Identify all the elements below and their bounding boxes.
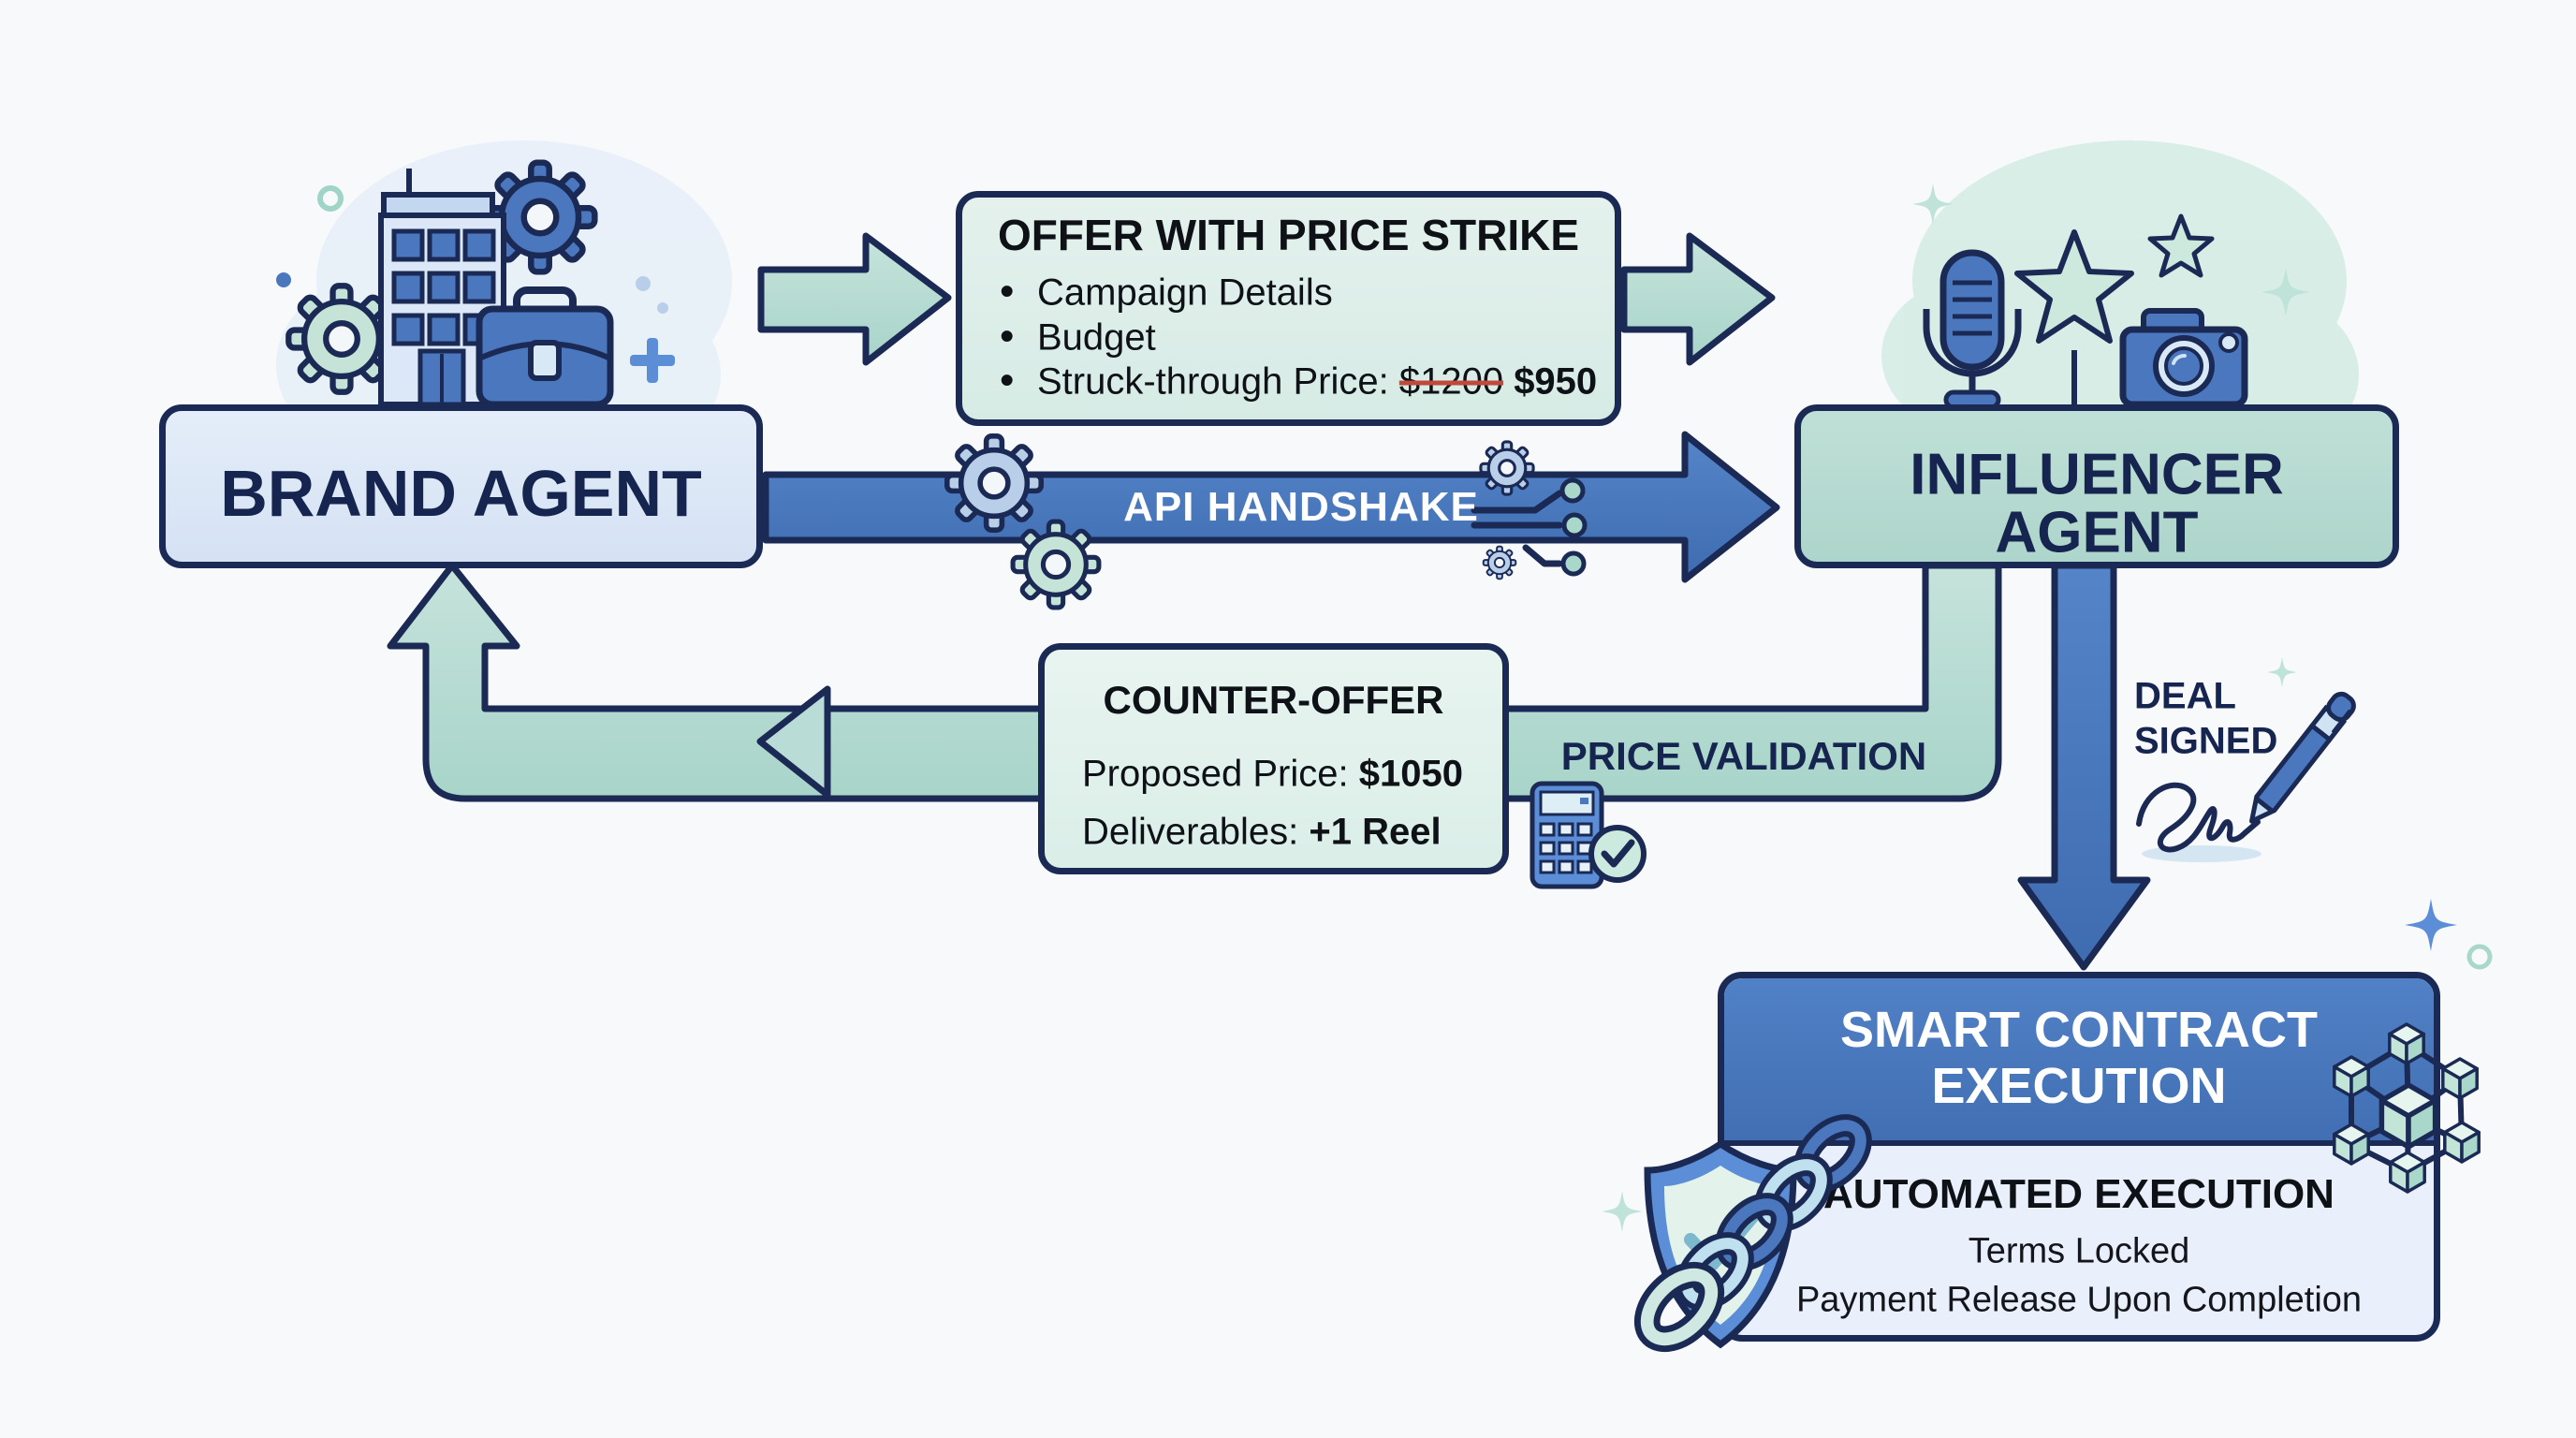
ring-decoration-icon	[317, 185, 344, 212]
smart-contract-header: SMART CONTRACT EXECUTION	[1724, 978, 2434, 1146]
offer-bullet-3: Struck-through Price: $1200 $950	[1000, 358, 1598, 404]
influencer-label-line1: INFLUENCER	[1910, 442, 2284, 507]
brand-to-offer-arrow	[757, 232, 952, 366]
dot-decoration-icon	[276, 272, 291, 287]
deal-signed-down-arrow	[2017, 562, 2151, 971]
counter-offer-box: COUNTER-OFFER Proposed Price: $1050 Deli…	[1038, 643, 1509, 874]
left-arrowhead-icon	[756, 685, 831, 799]
dot-decoration-icon	[1636, 1322, 1653, 1339]
api-handshake-arrow	[762, 431, 1780, 583]
offer-to-influencer-arrow	[1620, 232, 1776, 366]
deliverables-label: Deliverables:	[1082, 811, 1299, 853]
building-icon	[378, 169, 506, 407]
influencer-label-line2: AGENT	[1995, 500, 2199, 565]
price-value: $1050	[1358, 753, 1463, 795]
sparkle-icon	[2405, 899, 2457, 951]
smart-contract-detail-2: Payment Release Upon Completion	[1795, 1280, 2363, 1320]
counter-offer-deliverables-row: Deliverables: +1 Reel	[1082, 812, 1442, 854]
offer-bullet-2: Budget	[1000, 314, 1156, 360]
brand-illustration	[276, 163, 675, 408]
gear-icon	[1482, 545, 1517, 580]
camera-icon	[2119, 308, 2248, 408]
sparkle-icon	[2267, 657, 2297, 687]
smart-contract-title-line2: EXECUTION	[1931, 1058, 2227, 1114]
deliverables-value: +1 Reel	[1309, 811, 1442, 853]
influencer-agent-box: INFLUENCER AGENT	[1794, 404, 2399, 568]
pen-icon	[2249, 691, 2356, 824]
influencer-illustration	[1912, 183, 2310, 410]
price-label: Proposed Price:	[1082, 753, 1349, 795]
dot-decoration-icon	[657, 302, 668, 314]
offer-title: OFFER WITH PRICE STRIKE	[998, 211, 1579, 259]
gear-icon	[947, 436, 1041, 530]
offer-bullet-1: Campaign Details	[1000, 269, 1333, 315]
deal-signed-illustration	[2136, 657, 2356, 862]
gear-icon	[1013, 521, 1099, 608]
deal-signed-label-line1: DEAL	[2134, 675, 2236, 717]
circuit-icon	[1471, 477, 1588, 577]
microphone-icon	[1923, 249, 2022, 410]
new-price: $950	[1514, 360, 1598, 403]
brand-agent-label: BRAND AGENT	[220, 457, 702, 530]
star-icon	[2014, 229, 2134, 404]
deal-signed-label-line2: SIGNED	[2134, 720, 2278, 762]
smart-contract-subtitle: AUTOMATED EXECUTION	[1823, 1171, 2334, 1217]
briefcase-icon	[476, 286, 614, 408]
brand-agent-box: BRAND AGENT	[159, 404, 763, 568]
plus-decoration-icon	[630, 338, 675, 383]
ring-decoration-icon	[2466, 944, 2493, 970]
star-icon	[2147, 213, 2215, 278]
smart-contract-title-line1: SMART CONTRACT	[1840, 1002, 2318, 1058]
dot-decoration-icon	[636, 276, 651, 291]
gear-icon	[1479, 440, 1535, 496]
offer-bullet-3-prefix: Struck-through Price:	[1037, 360, 1389, 403]
sparkle-icon	[1602, 1191, 1643, 1232]
offer-box: OFFER WITH PRICE STRIKE Campaign Details…	[956, 191, 1621, 426]
counter-offer-price-row: Proposed Price: $1050	[1082, 754, 1463, 796]
smart-contract-box: SMART CONTRACT EXECUTION AUTOMATED EXECU…	[1718, 972, 2440, 1342]
old-price: $1200	[1398, 360, 1504, 403]
counter-offer-title: COUNTER-OFFER	[1103, 678, 1444, 722]
api-handshake-label: API HANDSHAKE	[1123, 484, 1479, 530]
signature-icon	[2136, 782, 2261, 853]
price-validation-label: PRICE VALIDATION	[1560, 734, 1927, 778]
smart-contract-detail-1: Terms Locked	[1968, 1231, 2190, 1271]
